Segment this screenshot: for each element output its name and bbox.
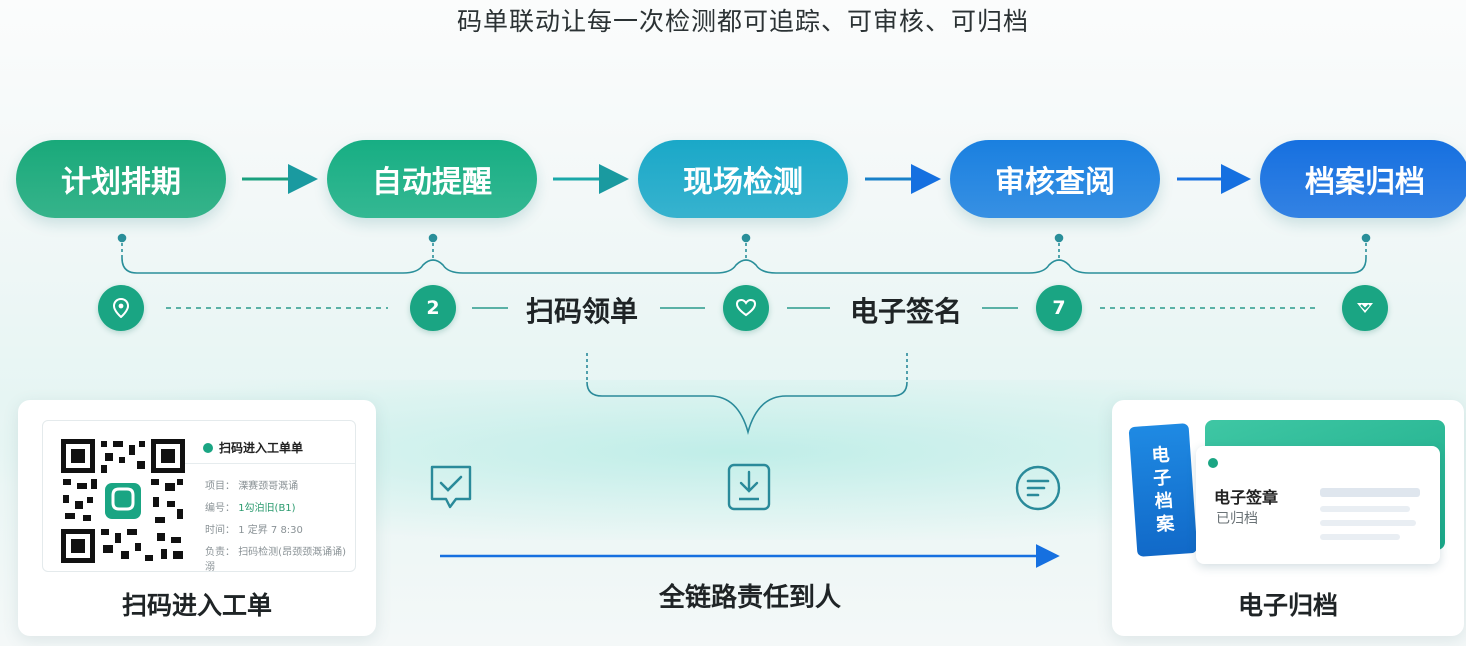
step-plan-schedule: 计划排期 [16, 140, 226, 218]
order-divider [185, 463, 355, 464]
order-row: 项目： 溧赛颈哥溉诵 [205, 481, 299, 492]
tab-char: 子 [1152, 467, 1172, 490]
list-lines-icon [1014, 464, 1062, 516]
doc-line [1320, 506, 1410, 512]
scan-order-card: 扫码进入工单单 项目： 溧赛颈哥溉诵 编号： 1勾泊旧(B1) 时间： 1 定昇… [18, 400, 376, 636]
row-key: 项目 [205, 481, 225, 492]
shield-dot-icon [1208, 458, 1218, 468]
doc-title: 电子签章 [1214, 488, 1279, 507]
brace [586, 353, 908, 435]
number-seven-icon: 7 [1036, 285, 1082, 331]
chat-check-icon [428, 463, 474, 517]
step-label: 现场检测 [683, 165, 803, 200]
row-key: 编号 [205, 503, 225, 514]
step-label: 审核查阅 [995, 165, 1115, 200]
qr-code-icon [61, 439, 185, 563]
download-tray-icon [726, 462, 772, 516]
card-caption: 扫码进入工单 [121, 591, 272, 620]
doc-line [1320, 520, 1416, 526]
row-value: 1 定昇 7 8:30 [238, 525, 303, 536]
order-row: 编号： 1勾泊旧(B1) [205, 503, 296, 514]
doc-status: 已归档 [1216, 511, 1258, 527]
page-title: 码单联动让每一次检测都可追踪、可审核、可归档 [456, 7, 1029, 36]
order-row: 时间： 1 定昇 7 8:30 [205, 525, 303, 536]
row-value: 溧赛颈哥溉诵 [238, 481, 299, 492]
step-onsite-test: 现场检测 [638, 140, 848, 218]
order-preview: 扫码进入工单单 项目： 溧赛颈哥溉诵 编号： 1勾泊旧(B1) 时间： 1 定昇… [42, 420, 356, 573]
label-e-signature: 电子签名 [850, 295, 963, 328]
archive-tab: 电 子 档 案 [1128, 423, 1198, 557]
step-label: 计划排期 [61, 165, 181, 200]
timeline [117, 233, 1371, 274]
row-value: 扫码检测(昂颈颈溉诵诵)溺 [205, 547, 346, 573]
doc-line [1320, 488, 1420, 497]
check-dot-icon [203, 442, 213, 453]
step-label: 档案归档 [1305, 165, 1425, 200]
heart-icon [723, 285, 769, 331]
location-pin-icon [98, 285, 144, 331]
row-value: 1勾泊旧(B1) [238, 503, 296, 514]
tab-char: 电 [1150, 444, 1171, 467]
archive-document: 电子签章 已归档 [1196, 446, 1440, 564]
row-key: 负责 [205, 547, 225, 558]
tab-char: 案 [1155, 513, 1176, 536]
doc-line [1320, 534, 1400, 540]
step-review: 审核查阅 [950, 140, 1160, 218]
step-label: 自动提醒 [372, 165, 492, 200]
chevron-badge-icon [1342, 285, 1388, 331]
tab-char: 档 [1154, 490, 1174, 513]
step-archive: 档案归档 [1260, 140, 1466, 218]
row-key: 时间 [205, 525, 225, 536]
number-two-icon: 2 [410, 285, 456, 331]
order-header-label: 扫码进入工单单 [219, 441, 304, 455]
step-auto-remind: 自动提醒 [327, 140, 537, 218]
order-header: 扫码进入工单单 [203, 439, 303, 456]
order-row: 负责： 扫码检测(昂颈颈溉诵诵)溺 [205, 547, 346, 573]
card-caption: 电子归档 [1237, 591, 1338, 620]
label-scan-order: 扫码领单 [526, 295, 639, 328]
responsibility-label: 全链路责任到人 [658, 583, 841, 613]
